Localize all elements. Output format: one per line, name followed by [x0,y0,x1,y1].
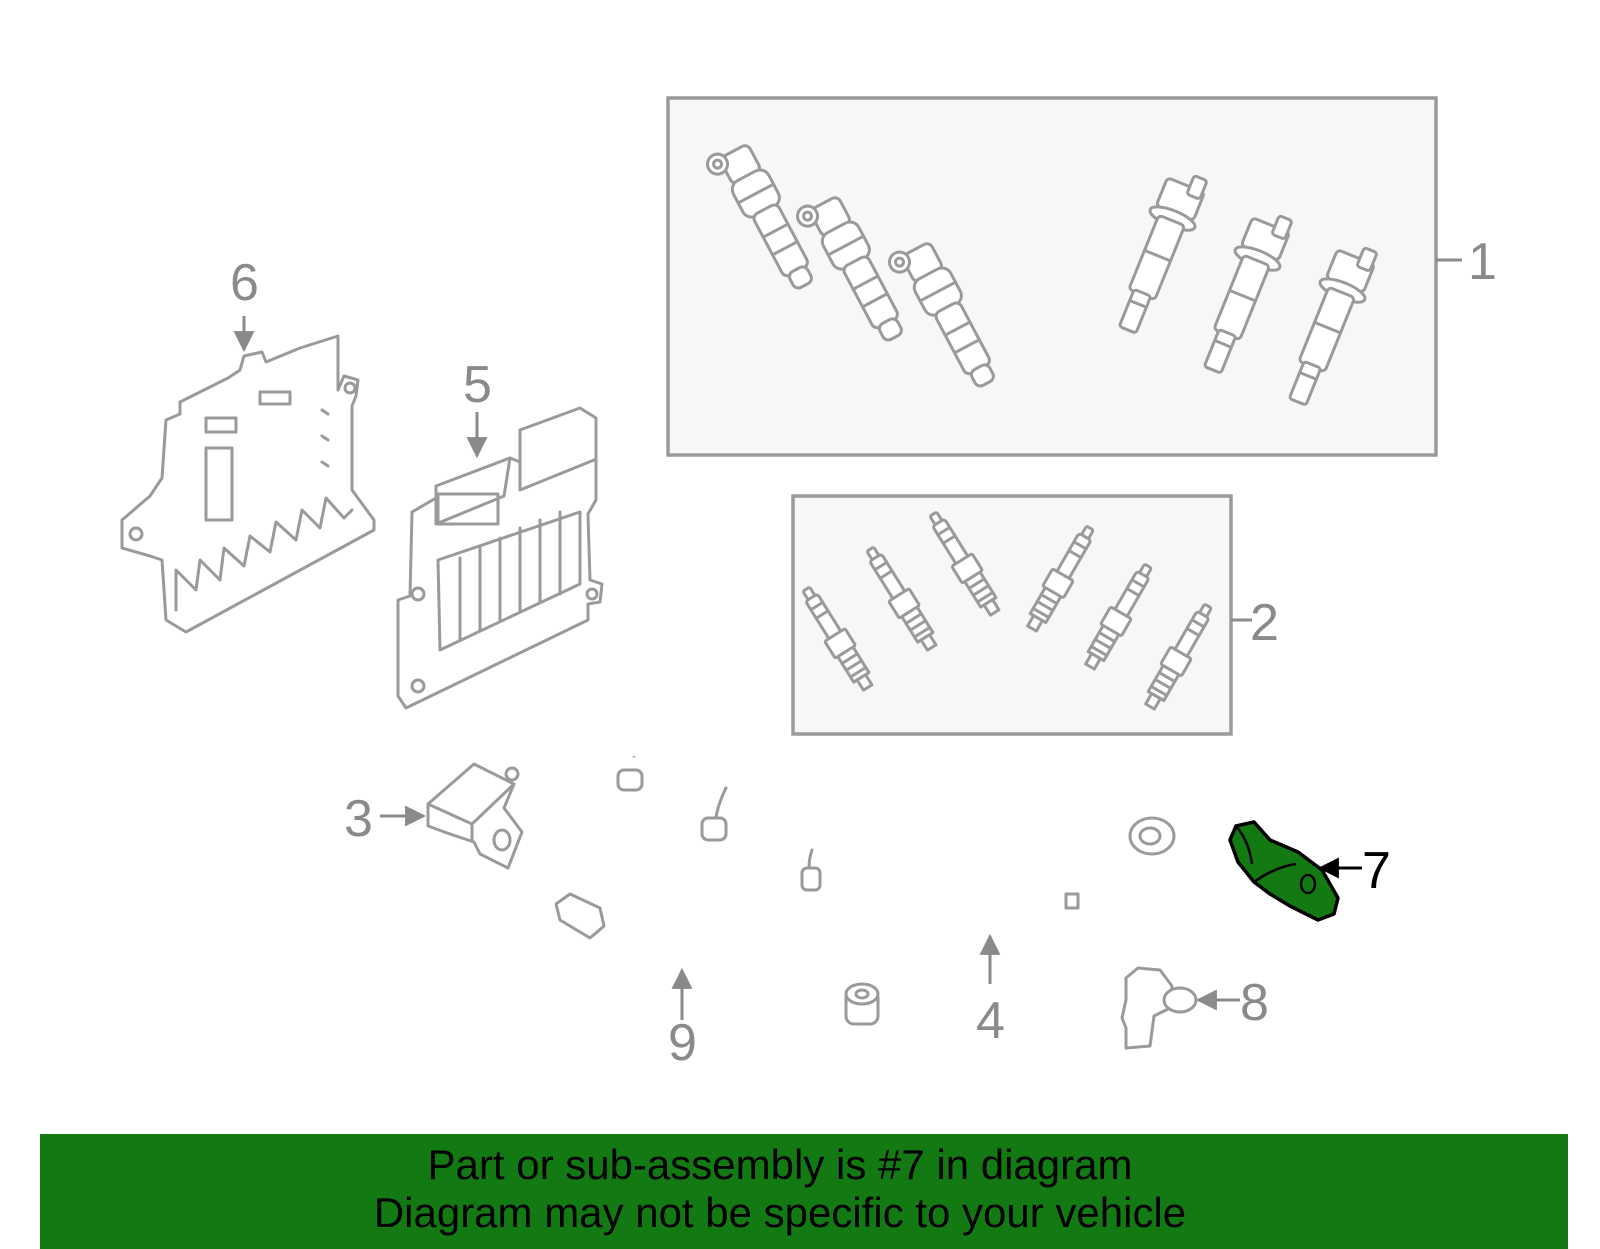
highlighted-part-7[interactable]: 7 [1228,820,1391,922]
callout-4: 4 [976,992,1005,1050]
ecu-bracket: 6 [120,254,376,634]
banner-line-2: Diagram may not be specific to your vehi… [373,1189,1187,1236]
callout-3: 3 [344,790,373,848]
engine-control-module: 5 [396,356,604,710]
wiring-harness: 4 [616,722,1176,1050]
knock-sensor: 9 [554,892,880,1072]
spark-plug-group: 2 [791,494,1279,736]
banner-line-1: Part or sub-assembly is #7 in diagram [427,1141,1133,1188]
callout-9: 9 [668,1014,697,1072]
info-banner: Part or sub-assembly is #7 in diagram Di… [40,1134,1568,1249]
coil-box [666,96,1438,457]
callout-5: 5 [463,356,492,414]
ignition-coil-group: 1 [666,96,1497,457]
sensor-part-3: 3 [344,762,524,870]
callout-8: 8 [1240,974,1269,1032]
callout-7: 7 [1362,842,1391,900]
callout-1: 1 [1468,233,1497,291]
callout-2: 2 [1250,594,1279,652]
sensor-part-8: 8 [1120,966,1269,1050]
callout-6: 6 [230,254,259,312]
